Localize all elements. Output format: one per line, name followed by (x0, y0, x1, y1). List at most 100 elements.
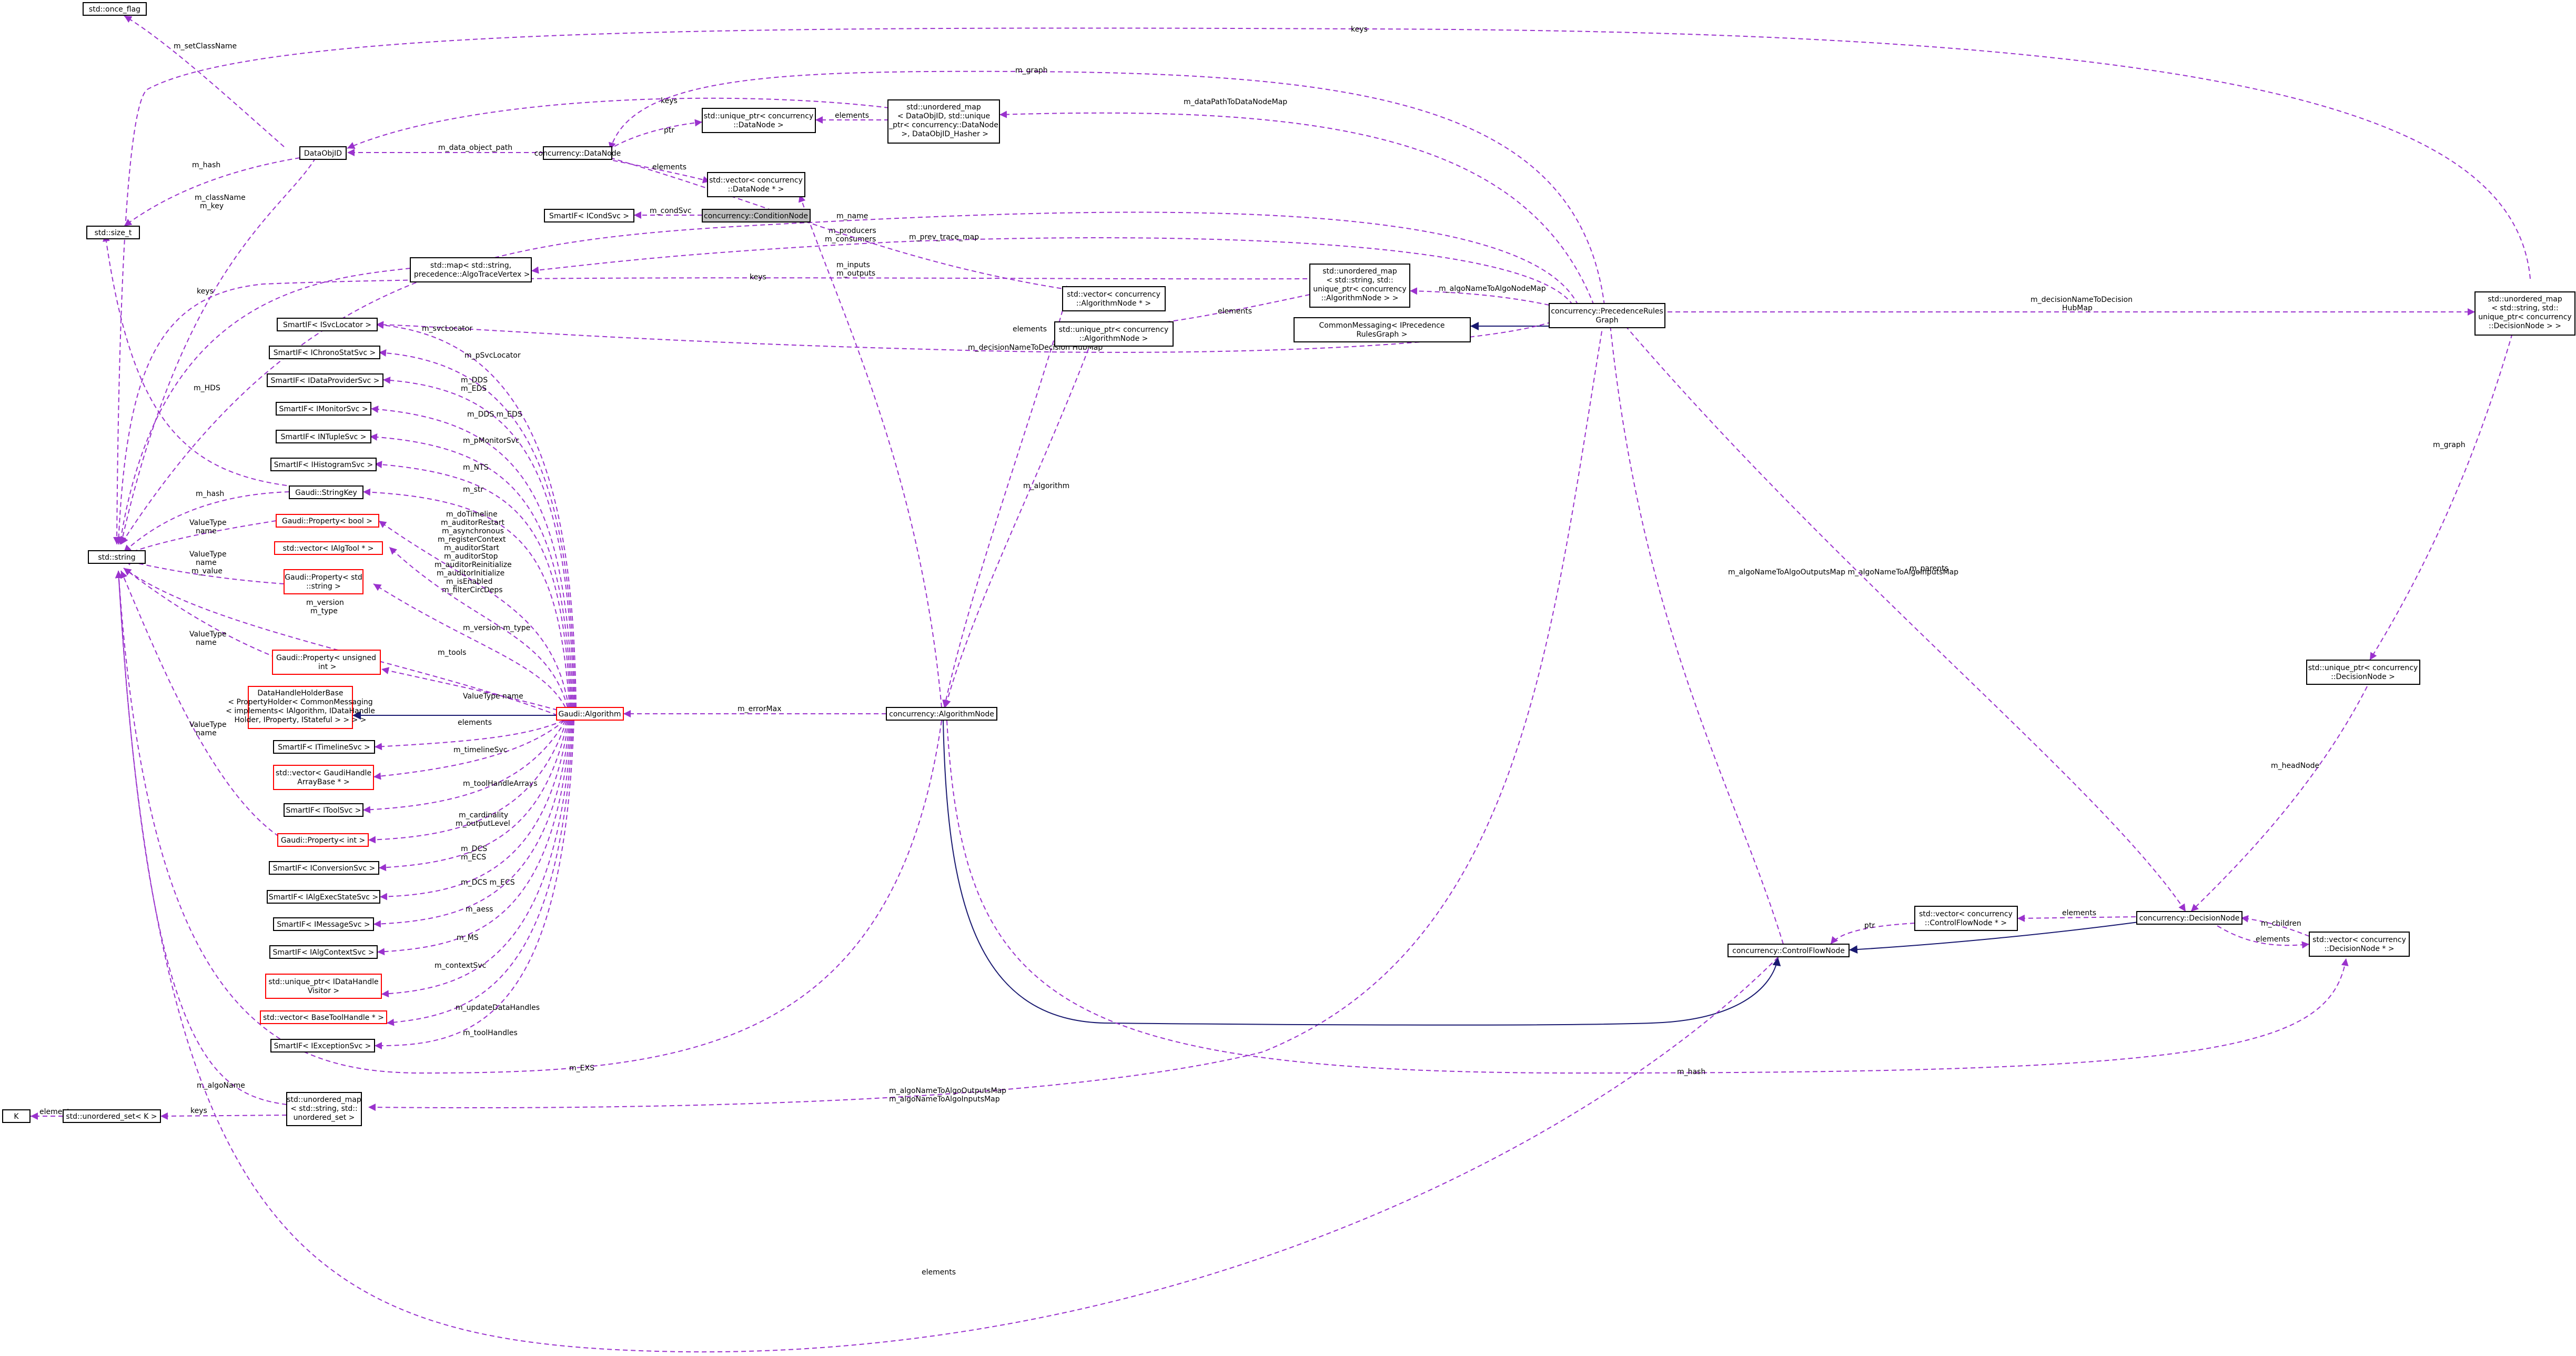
node-label-line: ::AlgorithmNode > (1079, 335, 1148, 343)
edge-keys-mid: keys (115, 273, 1308, 545)
node-decisionnode[interactable]: concurrency::DecisionNode (2136, 911, 2242, 925)
node-uset-k[interactable]: std::unordered_set< K > (63, 1109, 161, 1123)
node-label: SmartIF< IDataProviderSvc > (271, 377, 380, 385)
node-uptr-decision[interactable]: std::unique_ptr< concurrency::DecisionNo… (2306, 660, 2420, 685)
node-prop-bool[interactable]: Gaudi::Property< bool > (276, 514, 379, 528)
node-label-line: < PropertyHolder< CommonMessaging (228, 698, 372, 706)
node-vec-cfnode[interactable]: std::vector< concurrency::ControlFlowNod… (1914, 906, 2018, 931)
node-dhhb[interactable]: DataHandleHolderBase< PropertyHolder< Co… (226, 686, 375, 729)
node-imessage[interactable]: SmartIF< IMessageSvc > (273, 917, 374, 931)
node-iexception[interactable]: SmartIF< IExceptionSvc > (270, 1039, 375, 1053)
edge-label: m_condSvc (650, 207, 692, 215)
edge-label: keys (197, 287, 214, 296)
edge-contextsvc: m_MS (377, 720, 571, 956)
node-prop-uint[interactable]: Gaudi::Property< unsigned int > (272, 650, 381, 675)
edge-hds: m_NTS (374, 461, 571, 708)
node-umap-algo[interactable]: std::unordered_map< std::string, std::un… (1309, 264, 1410, 308)
node-imonitor[interactable]: SmartIF< IMonitorSvc > (276, 402, 371, 416)
edge-timelinesvc: elements (374, 719, 564, 751)
edge-label: m_DDS m_EDS (467, 410, 522, 419)
node-uptr-datanode[interactable]: std::unique_ptr< concurrency::DataNode > (702, 108, 816, 133)
node-dataobjid[interactable]: DataObjID (299, 146, 347, 160)
node-idataprov[interactable]: SmartIF< IDataProviderSvc > (267, 373, 383, 387)
node-label-multi: Gaudi::Property< unsigned int > (276, 654, 376, 671)
node-vec-basetool[interactable]: std::vector< BaseToolHandle * > (260, 1010, 387, 1024)
node-vec-algonode[interactable]: std::vector< concurrency::AlgorithmNode … (1062, 286, 1166, 311)
node-once-flag[interactable]: std::once_flag (83, 2, 147, 16)
edge-label-line: ValueType (189, 519, 227, 527)
edge-label-line: m_DCS (461, 845, 487, 853)
inheritance-algonode-cfnode (943, 720, 1781, 1026)
node-label-line: concurrency::PrecedenceRules (1551, 307, 1663, 316)
node-conditionnode[interactable]: concurrency::ConditionNode (702, 209, 811, 222)
node-isvclocator[interactable]: SmartIF< ISvcLocator > (277, 318, 378, 331)
node-itoolsvc[interactable]: SmartIF< IToolSvc > (284, 803, 363, 817)
node-ialgcontext[interactable]: SmartIF< IAlgContextSvc > (269, 945, 378, 959)
node-intuple[interactable]: SmartIF< INTupleSvc > (276, 430, 371, 443)
node-stringkey[interactable]: Gaudi::StringKey (289, 485, 363, 499)
edge-label: m_EXS (569, 1064, 594, 1072)
edge-graph-top: m_graph (609, 66, 1605, 306)
edge-label: m_data_object_path (438, 144, 512, 152)
node-vec-datanode[interactable]: std::vector< concurrency::DataNode * > (707, 172, 805, 197)
node-prop-int[interactable]: Gaudi::Property< int > (277, 833, 369, 847)
node-itimeline[interactable]: SmartIF< ITimelineSvc > (273, 740, 375, 754)
node-size-t[interactable]: std::size_t (86, 226, 140, 239)
node-iconversion[interactable]: SmartIF< IConversionSvc > (269, 861, 379, 875)
node-datanode[interactable]: concurrency::DataNode (534, 146, 621, 160)
edge-label: m_NTS (463, 463, 489, 472)
edge-setclassname: m_setClassName (124, 15, 285, 147)
edge-label-line: name (196, 527, 217, 535)
edge-label: elements (458, 719, 492, 727)
node-label-line: < std::string, std:: (1326, 276, 1393, 285)
edge-label: m_hash (192, 161, 220, 169)
edge-ptoolsvc: m_toolHandleArrays (362, 720, 566, 814)
node-uptr-algonode[interactable]: std::unique_ptr< concurrency::AlgorithmN… (1054, 321, 1174, 347)
node-label: SmartIF< IHistogramSvc > (274, 461, 373, 469)
edge-keys-left: keys (117, 268, 411, 545)
edge-keys-top: keys (113, 25, 2531, 545)
edge-label-multi: m_doTimeline m_auditorRestart m_asynchro… (435, 510, 512, 594)
node-label-line: Holder, IProperty, IStateful > > > > (234, 716, 366, 724)
node-umap-dataobj[interactable]: std::unordered_map< DataObjID, std::uniq… (887, 99, 1000, 144)
edge-label: elements (835, 112, 869, 120)
node-cfnode[interactable]: concurrency::ControlFlowNode (1728, 944, 1850, 957)
edge-label-line: m_isEnabled (446, 578, 492, 586)
node-map-trace[interactable]: std::map< std::string, precedence::AlgoT… (410, 257, 532, 282)
node-string[interactable]: std::string (88, 550, 146, 564)
node-k[interactable]: K (2, 1109, 31, 1123)
edge-psvclocator: m_svcLocator (376, 321, 577, 708)
edge-hash-dataobjid: m_hash (124, 157, 300, 227)
node-label: std::size_t (95, 229, 132, 237)
node-ihisto[interactable]: SmartIF< IHistogramSvc > (270, 458, 377, 471)
edge-label-line: m_algoNameToAlgoOutputsMap (889, 1087, 1006, 1095)
edge-label-line: m_outputs (836, 269, 875, 278)
node-umap-unset[interactable]: std::unordered_map< std::string, std::un… (286, 1092, 362, 1126)
node-prop-string[interactable]: Gaudi::Property< std::string > (284, 569, 363, 594)
node-ichrono[interactable]: SmartIF< IChronoStatSvc > (269, 346, 380, 359)
node-ialgexec[interactable]: SmartIF< IAlgExecStateSvc > (267, 890, 380, 904)
edge-label: m_MS (457, 934, 479, 942)
node-algonode[interactable]: concurrency::AlgorithmNode (886, 707, 997, 721)
node-label-line: ArrayBase * > (297, 778, 349, 786)
node-label-line: < DataObjID, std::unique (897, 112, 990, 120)
node-icondsvc[interactable]: SmartIF< ICondSvc > (544, 209, 634, 222)
node-label-line: std::unordered_map (2488, 295, 2562, 303)
node-vec-ialgtool[interactable]: std::vector< IAlgTool * > (274, 541, 383, 555)
node-label: SmartIF< IMonitorSvc > (279, 405, 368, 413)
node-label: SmartIF< IChronoStatSvc > (274, 349, 376, 357)
node-umap-decision[interactable]: std::unordered_map< std::string, std::un… (2474, 291, 2575, 336)
node-algorithm[interactable]: Gaudi::Algorithm (556, 707, 624, 721)
node-vec-decision[interactable]: std::vector< concurrency::DecisionNode *… (2309, 932, 2410, 957)
